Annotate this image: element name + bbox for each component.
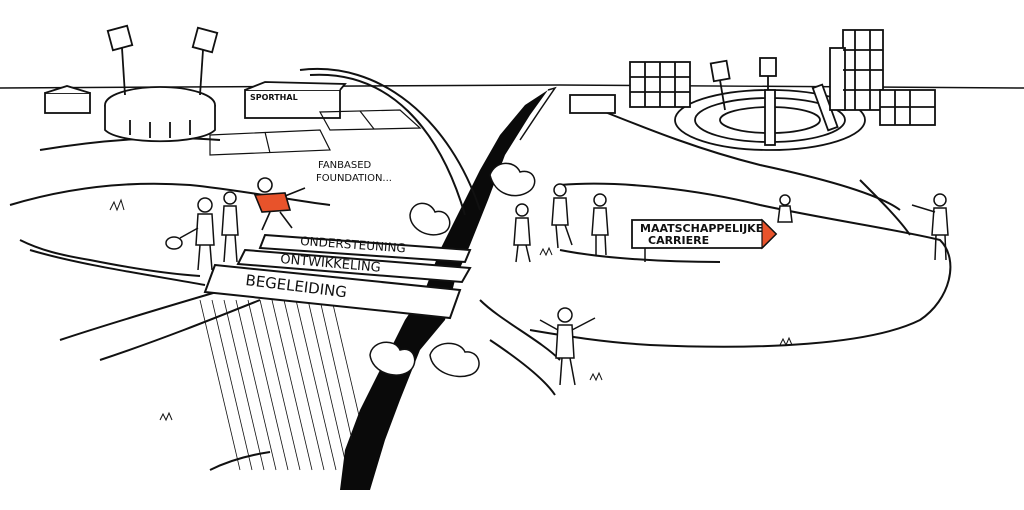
dust-cloud-2	[409, 202, 451, 236]
foundation-caption-line2: FOUNDATION...	[316, 173, 392, 184]
arc-path	[299, 67, 481, 216]
small-building-left	[44, 85, 91, 114]
bridge-shadow-hatching	[199, 299, 361, 471]
person-center-arms-open	[539, 307, 596, 386]
career-sign	[631, 218, 778, 262]
orange-figure	[253, 177, 306, 231]
left-stadium	[104, 86, 216, 143]
bridge-plank-top	[258, 233, 472, 264]
sports-fields	[209, 109, 422, 156]
person-right-small	[777, 194, 793, 223]
office-building-2	[569, 94, 616, 114]
person-far-right	[911, 193, 949, 261]
bridge-plank-bottom	[203, 263, 462, 320]
person-right-2	[551, 183, 573, 249]
office-building-1	[629, 61, 691, 108]
floodlight-right-1	[709, 59, 731, 111]
sign-label-line1: MAATSCHAPPELIJKE	[640, 222, 763, 235]
person-tennis-player	[165, 197, 215, 271]
dust-cloud-1	[489, 162, 536, 197]
grass-tufts	[109, 198, 793, 422]
person-right-1	[513, 203, 531, 263]
horizon	[0, 84, 1024, 89]
dust-cloud-3	[369, 341, 416, 376]
foundation-caption-line1: FANBASED	[318, 160, 372, 171]
person-right-3	[591, 193, 609, 256]
floodlight-left-1	[106, 24, 134, 96]
office-building-3	[879, 89, 936, 126]
left-landmass	[9, 137, 331, 471]
floodlight-right-3	[764, 89, 776, 146]
person-left-2	[221, 191, 239, 263]
bridge-plank-mid	[236, 248, 472, 284]
tower-building	[829, 29, 884, 111]
sporthal-building	[244, 81, 347, 119]
sign-label-line2: CARRIERE	[648, 234, 709, 247]
right-landmass	[479, 109, 952, 396]
sporthal-label: SPORTHAL	[250, 93, 298, 102]
floodlight-left-2	[191, 26, 219, 96]
dust-cloud-4	[429, 342, 480, 378]
